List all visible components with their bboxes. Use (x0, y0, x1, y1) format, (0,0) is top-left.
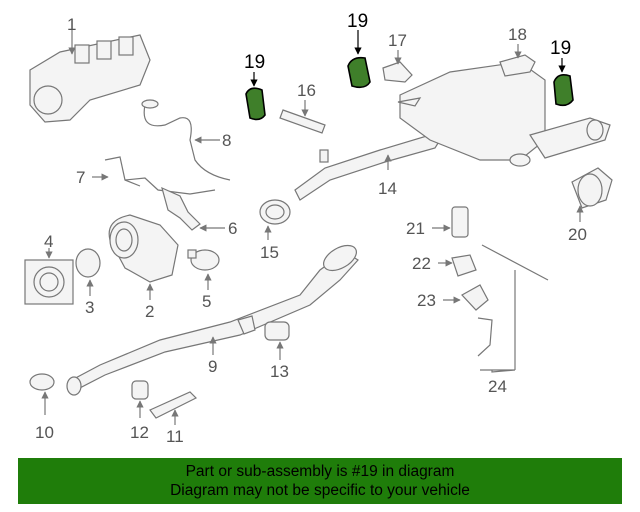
callout-23: 23 (417, 291, 436, 310)
callout-7: 7 (76, 168, 85, 187)
callout-6: 6 (228, 219, 237, 238)
part-19-highlight-left[interactable] (245, 72, 266, 121)
part-19-highlight-right[interactable] (553, 58, 574, 107)
part-3-gasket[interactable] (75, 248, 101, 296)
part-8-oxygen-sensor[interactable] (141, 99, 231, 181)
callout-19-left: 19 (244, 52, 265, 73)
part-23-bracket[interactable] (443, 284, 489, 311)
part-19-highlight-center[interactable] (347, 30, 371, 89)
callout-22: 22 (412, 254, 431, 273)
callout-21: 21 (406, 219, 425, 238)
part-20-exhaust-tip[interactable] (571, 167, 613, 222)
part-14-intermediate-pipe[interactable] (294, 134, 441, 201)
callout-3: 3 (85, 298, 94, 317)
part-11-heat-shield[interactable] (149, 391, 198, 425)
part-5-clamp[interactable] (187, 249, 220, 290)
part-15-clamp[interactable] (259, 199, 291, 240)
callout-18: 18 (508, 25, 527, 44)
part-21-valve[interactable] (432, 206, 469, 238)
callout-19-right: 19 (550, 38, 571, 59)
callout-2: 2 (145, 302, 154, 321)
callout-17: 17 (388, 31, 407, 50)
exhaust-parts-diagram: 1 2 3 4 5 6 7 8 9 10 11 12 13 14 15 16 1… (24, 11, 613, 446)
callout-10: 10 (35, 423, 54, 442)
part-22-hanger[interactable] (438, 254, 477, 277)
callout-24: 24 (488, 377, 507, 396)
part-6-bracket[interactable] (161, 186, 225, 232)
callout-20: 20 (568, 225, 587, 244)
part-10-clamp[interactable] (29, 373, 55, 415)
part-16-bracket[interactable] (279, 100, 326, 134)
callout-1: 1 (67, 15, 76, 34)
callout-9: 9 (208, 357, 217, 376)
callout-8: 8 (222, 131, 231, 150)
part-7-oxygen-sensor[interactable] (92, 156, 216, 195)
callout-15: 15 (260, 243, 279, 262)
callout-16: 16 (297, 81, 316, 100)
part-1-exhaust-manifold[interactable] (29, 30, 151, 123)
banner-line-1: Part or sub-assembly is #19 in diagram (185, 463, 455, 480)
part-4-gasket[interactable] (24, 248, 74, 305)
part-9-front-pipe[interactable] (66, 240, 361, 396)
callout-4: 4 (44, 232, 53, 251)
banner-line-2: Diagram may not be specific to your vehi… (170, 482, 470, 499)
callout-13: 13 (270, 362, 289, 381)
part-13-hanger[interactable] (264, 321, 290, 360)
callout-19-center: 19 (347, 11, 368, 32)
part-12-hanger[interactable] (131, 380, 149, 418)
info-banner: Part or sub-assembly is #19 in diagram D… (18, 458, 622, 504)
callout-14: 14 (378, 179, 397, 198)
part-17-mount[interactable] (382, 50, 413, 83)
callout-12: 12 (130, 423, 149, 442)
part-24-vacuum-line[interactable] (477, 244, 549, 373)
part-18-sensor[interactable] (499, 44, 536, 77)
callout-11: 11 (166, 427, 184, 446)
rear-muffler[interactable] (397, 61, 611, 167)
part-2-catalytic-converter[interactable] (108, 214, 179, 300)
callout-5: 5 (202, 292, 211, 311)
